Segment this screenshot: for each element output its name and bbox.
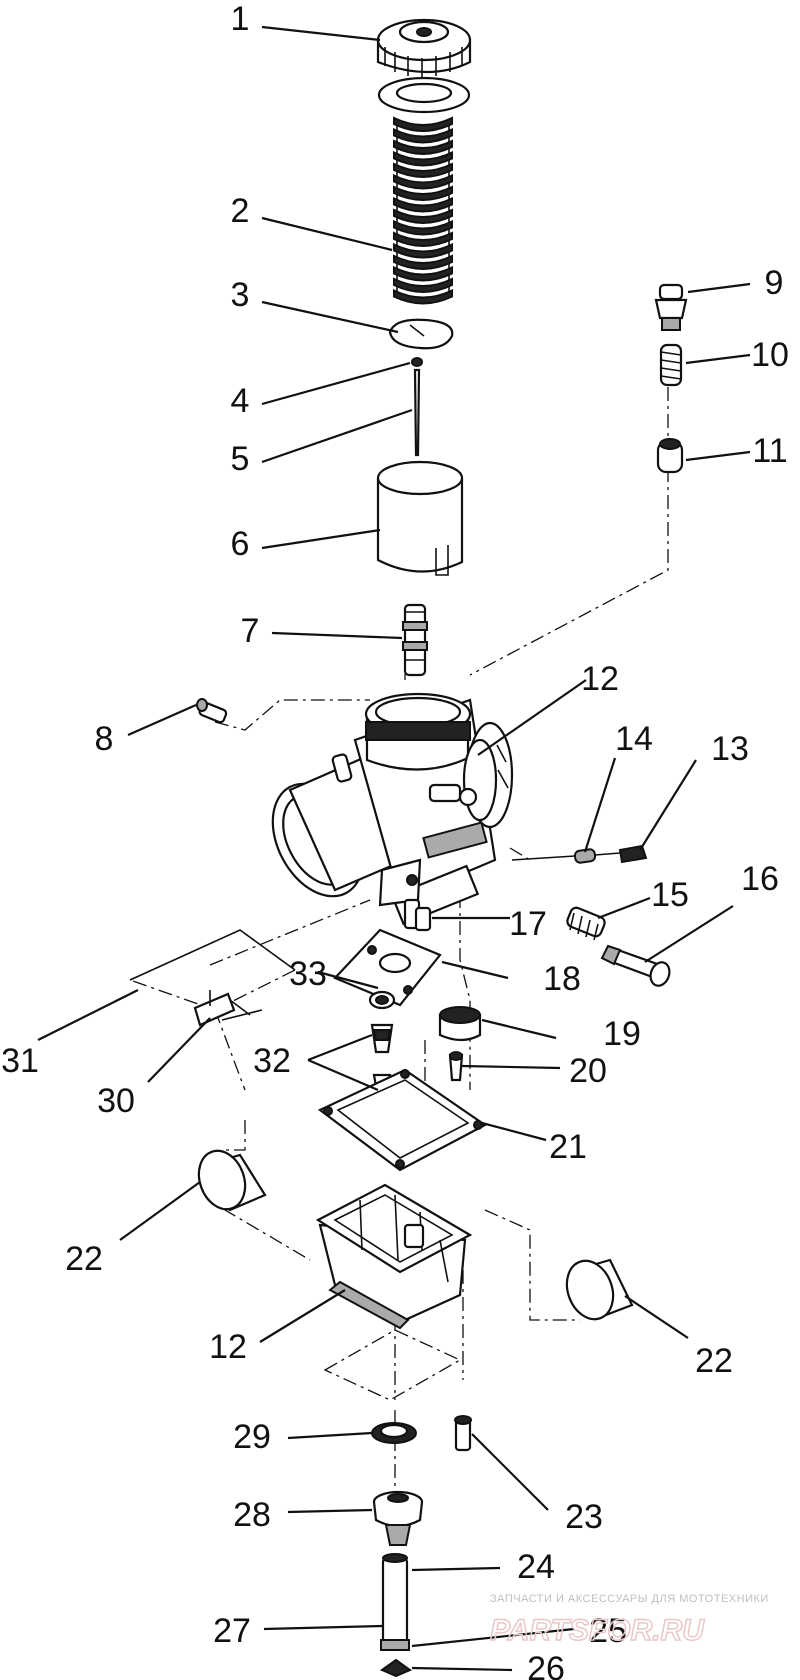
callout-31: 31 <box>1 1042 39 1080</box>
callout-22-right: 22 <box>695 1342 733 1380</box>
callout-10: 10 <box>751 336 789 374</box>
part-29-o-ring <box>371 1422 417 1444</box>
part-12-float-bowl <box>315 1183 473 1330</box>
callout-28: 28 <box>233 1496 271 1534</box>
callout-14: 14 <box>615 720 653 758</box>
part-23-screw <box>454 1415 472 1452</box>
part-26-screw <box>379 1658 413 1678</box>
part-3-retainer <box>388 318 454 350</box>
part-11-plunger <box>656 438 684 474</box>
callout-24: 24 <box>517 1548 555 1586</box>
callout-5: 5 <box>231 440 250 478</box>
part-4-clip <box>411 357 423 367</box>
part-7-needle-jet <box>402 603 428 677</box>
part-1-cap <box>376 18 472 78</box>
callout-3: 3 <box>231 276 250 314</box>
callout-19: 19 <box>603 1015 641 1053</box>
callout-32: 32 <box>253 1042 291 1080</box>
part-2-spring <box>393 116 453 305</box>
part-8-jet <box>196 698 228 724</box>
part-33-washer <box>368 990 396 1010</box>
callout-33: 33 <box>289 955 327 993</box>
callout-23: 23 <box>565 1498 603 1536</box>
part-21-gasket <box>317 1068 488 1172</box>
callout-2: 2 <box>231 192 250 230</box>
callout-9: 9 <box>765 264 784 302</box>
callout-29: 29 <box>233 1418 271 1456</box>
callout-22-left: 22 <box>65 1240 103 1278</box>
part-17-jet <box>414 906 432 932</box>
callout-12-top: 12 <box>581 660 619 698</box>
part-10-spring <box>659 343 683 387</box>
part-28-plug <box>372 1490 424 1546</box>
callout-18: 18 <box>543 960 581 998</box>
watermark-caption: ЗАПЧАСТИ И АКСЕССУАРЫ ДЛЯ МОТОТЕХНИКИ <box>490 1593 769 1605</box>
part-22-float-left <box>197 1149 267 1212</box>
part-6-throttle-slide <box>376 460 464 576</box>
callout-30: 30 <box>97 1082 135 1120</box>
callout-7: 7 <box>241 612 260 650</box>
callout-27: 27 <box>213 1612 251 1650</box>
part-15-spring <box>566 906 606 941</box>
part-16-pilot-screw <box>600 944 671 987</box>
callout-15: 15 <box>651 876 689 914</box>
part-12-carburetor-body <box>271 692 514 930</box>
leader-lines <box>37 25 751 1672</box>
watermark: ЗАПЧАСТИ И АКСЕССУАРЫ ДЛЯ МОТОТЕХНИКИ PA… <box>489 1593 769 1648</box>
callout-13: 13 <box>711 730 749 768</box>
callout-17: 17 <box>509 905 547 943</box>
callout-4: 4 <box>231 382 250 420</box>
part-22-float-right <box>565 1258 634 1321</box>
callout-16: 16 <box>741 860 779 898</box>
callout-12-bowl: 12 <box>209 1328 247 1366</box>
part-14-spring <box>573 848 597 864</box>
callout-8: 8 <box>95 720 114 758</box>
watermark-logo: PARTSFOR.RU <box>490 1614 705 1647</box>
callout-25: 25 <box>589 1612 627 1650</box>
part-19-main-jet <box>438 1006 482 1042</box>
part-9-fitting <box>654 283 688 331</box>
part-24-tube <box>380 1553 410 1651</box>
callout-20: 20 <box>569 1052 607 1090</box>
callout-1: 1 <box>231 0 250 38</box>
part-30-float-arm <box>193 990 263 1027</box>
callout-21: 21 <box>549 1128 587 1166</box>
callout-6: 6 <box>231 525 250 563</box>
part-1-washer <box>377 76 471 114</box>
part-20-pilot-jet <box>448 1051 464 1082</box>
callout-26: 26 <box>527 1650 565 1680</box>
part-5-needle <box>413 368 421 457</box>
part-13-screw <box>511 844 648 864</box>
callout-11: 11 <box>752 432 787 470</box>
part-31-float-arm <box>129 929 296 981</box>
